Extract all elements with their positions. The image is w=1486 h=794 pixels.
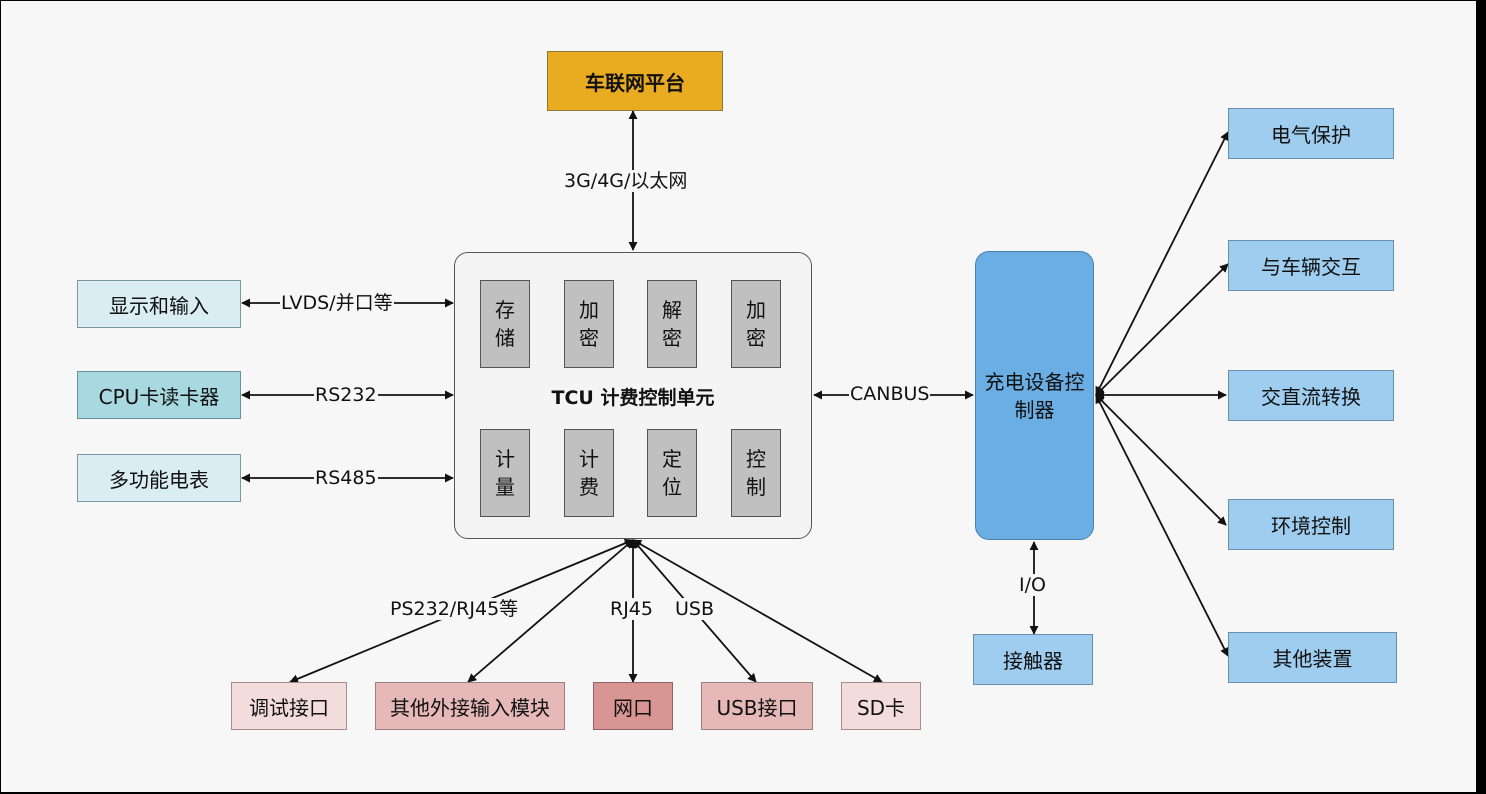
display-input-box: 显示和输入 (77, 280, 241, 328)
sd-card-box: SD卡 (841, 682, 921, 730)
external-input-module-box: 其他外接输入模块 (375, 682, 565, 730)
module-positioning: 定位 (647, 429, 697, 517)
debug-port-box: 调试接口 (231, 682, 347, 730)
network-port-box: 网口 (593, 682, 673, 730)
platform-box: 车联网平台 (547, 51, 723, 111)
ps232-link-label: PS232/RJ45等 (389, 598, 520, 620)
vehicle-interaction-box: 与车辆交互 (1228, 240, 1394, 291)
rj45-link-label: RJ45 (609, 598, 654, 620)
environment-control-box: 环境控制 (1228, 499, 1394, 550)
edge-tcu-extinput (467, 539, 634, 683)
module-encrypt-1: 加密 (564, 280, 614, 368)
other-devices-box: 其他装置 (1228, 632, 1397, 683)
meter-link-label: RS485 (314, 467, 378, 489)
module-metering: 计量 (480, 429, 530, 517)
cpu-card-reader-box: CPU卡读卡器 (77, 371, 241, 419)
module-encrypt-2: 加密 (731, 280, 781, 368)
tcu-title: TCU 计费控制单元 (551, 387, 715, 409)
multifunction-meter-box: 多功能电表 (77, 454, 241, 502)
edge-charger-protect (1095, 131, 1229, 396)
module-decrypt: 解密 (647, 280, 697, 368)
canbus-link-label: CANBUS (849, 383, 931, 405)
module-billing: 计费 (564, 429, 614, 517)
edge-charger-env (1095, 394, 1227, 526)
electrical-protection-box: 电气保护 (1228, 108, 1394, 159)
module-storage: 存储 (480, 280, 530, 368)
acdc-conversion-box: 交直流转换 (1228, 370, 1394, 421)
module-control: 控制 (731, 429, 781, 517)
platform-link-label: 3G/4G/以太网 (563, 170, 689, 192)
platform-label: 车联网平台 (585, 70, 685, 95)
io-link-label: I/O (1018, 574, 1047, 596)
edge-charger-other (1095, 394, 1229, 657)
edge-charger-vehicle (1095, 263, 1229, 396)
charger-controller-box: 充电设备控制器 (975, 251, 1094, 540)
display-link-label: LVDS/并口等 (280, 292, 394, 314)
usb-port-box: USB接口 (701, 682, 813, 730)
usb-link-label: USB (674, 598, 716, 620)
cardreader-link-label: RS232 (314, 384, 378, 406)
contactor-box: 接触器 (973, 634, 1093, 685)
edge-tcu-sd (632, 539, 883, 683)
